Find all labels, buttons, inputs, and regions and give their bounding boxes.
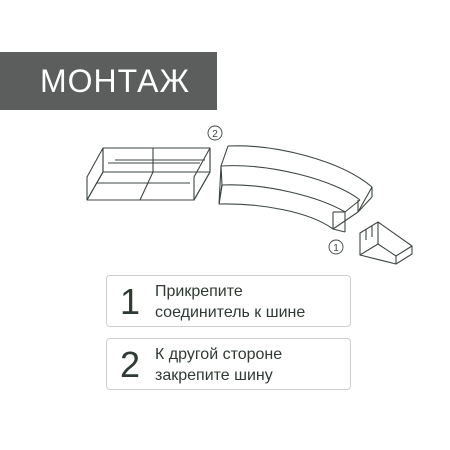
step-instruction: К другой стороне закрепите шину: [155, 344, 282, 386]
step-line: закрепите шину: [155, 367, 273, 384]
callout-2-circle: [207, 125, 223, 141]
curved-rail-part: [218, 145, 373, 233]
step-number: 1: [120, 281, 141, 322]
page-title: МОНТАЖ: [40, 63, 191, 99]
step-line: К другой стороне: [155, 346, 283, 363]
callout-2-label: 2: [212, 129, 218, 140]
step-line: соединитель к шине: [155, 304, 306, 321]
step-2-box: 2 К другой стороне закрепите шину: [106, 338, 351, 390]
step-number: 2: [120, 344, 141, 385]
step-1-box: 1 Прикрепите соединитель к шине: [106, 275, 351, 327]
straight-rail-part: [86, 147, 211, 201]
title-banner: МОНТАЖ: [0, 52, 217, 110]
callout-1-label: 1: [333, 243, 339, 254]
step-line: Прикрепите: [155, 283, 243, 300]
callout-1-circle: [328, 239, 344, 255]
step-instruction: Прикрепите соединитель к шине: [155, 281, 305, 323]
connector-part: [359, 221, 413, 265]
